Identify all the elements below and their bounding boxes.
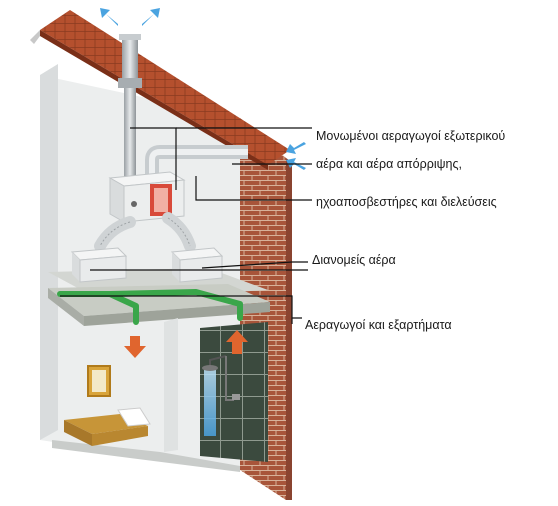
- interior-wall: [164, 318, 178, 452]
- shower: [202, 355, 240, 436]
- bedroom-furniture: [64, 365, 151, 446]
- label-insulated-ducts-line1: Μονωμένοι αεραγωγοί εξωτερικού: [316, 129, 506, 143]
- air-distributor-right: [170, 247, 224, 283]
- bathroom-tiles: [200, 322, 268, 462]
- label-insulated-ducts-line2: αέρα και αέρα απόρριψης,: [316, 157, 462, 171]
- extract-arrow-icon: [124, 336, 146, 358]
- exhaust-arrow-icon: [100, 8, 160, 26]
- supply-duct: [57, 289, 243, 325]
- label-air-distributors: Διανομείς αέρα: [312, 253, 396, 267]
- leader-lines: [60, 127, 312, 324]
- exhaust-duct: [118, 34, 142, 178]
- supply-arrow-icon: [226, 330, 248, 354]
- ventilation-unit: [108, 171, 186, 223]
- air-distributor-left: [70, 247, 128, 283]
- intake-arrow-icon: [286, 142, 306, 170]
- label-insulated-ducts-line3: ηχοαποσβεστήρες και διελεύσεις: [316, 195, 497, 209]
- roof: [30, 10, 290, 170]
- label-ducts-fittings: Αεραγωγοί και εξαρτήματα: [305, 318, 452, 332]
- outdoor-air-duct: [145, 145, 248, 182]
- ground-floor: [52, 440, 240, 472]
